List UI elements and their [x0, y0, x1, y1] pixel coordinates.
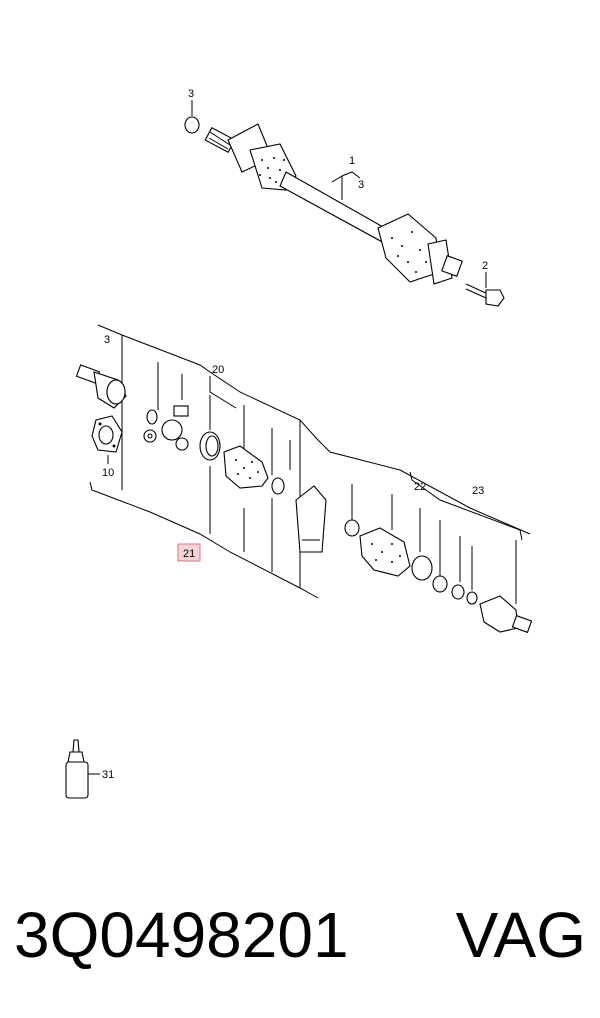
boot-texture-inner [259, 157, 285, 183]
clamp-band-outer[interactable] [411, 555, 433, 581]
clamp-band-inner[interactable] [199, 431, 221, 461]
spacer-ring[interactable] [432, 575, 448, 593]
callout-10: 10 [102, 467, 114, 479]
callout-21-highlight[interactable]: 21 [177, 543, 201, 562]
inner-cv-joint[interactable] [75, 364, 127, 409]
callout-3-top: 3 [188, 88, 194, 100]
exploded-parts-diagram: 3 1 3 2 3 [65, 88, 533, 799]
flange[interactable] [91, 415, 123, 453]
washer-small[interactable] [143, 429, 157, 443]
callout-23: 23 [472, 485, 484, 497]
callout-21: 21 [183, 548, 195, 560]
group-bracket-frame [89, 324, 531, 604]
grease-tube[interactable] [295, 485, 327, 553]
callout-2: 2 [482, 260, 488, 272]
part-number: 3Q0498201 [14, 899, 349, 971]
callout-31: 31 [102, 769, 114, 781]
callout-1: 1 [349, 155, 355, 167]
footer-bar: 3Q0498201 VAG [0, 880, 600, 990]
drive-shaft-assembly[interactable] [204, 123, 463, 285]
callout-3-shaft: 3 [358, 179, 364, 191]
bolt[interactable] [465, 283, 505, 307]
snap-ring-outer[interactable] [451, 584, 465, 600]
inner-boot[interactable] [223, 445, 269, 489]
circlip-top[interactable] [184, 116, 200, 134]
tripod-spider[interactable] [161, 405, 189, 451]
retaining-ring[interactable] [466, 591, 478, 605]
outer-cv-joint[interactable] [479, 595, 533, 634]
callout-22: 22 [414, 481, 426, 493]
snap-ring[interactable] [146, 409, 158, 425]
brand-name: VAG [455, 899, 586, 971]
clamp-small-outer[interactable] [344, 519, 360, 537]
callout-20: 20 [212, 364, 224, 376]
clamp-small-inner[interactable] [271, 477, 285, 495]
callout-3-lower: 3 [104, 334, 110, 346]
grease-bottle[interactable] [65, 739, 89, 799]
outer-boot[interactable] [359, 527, 411, 577]
